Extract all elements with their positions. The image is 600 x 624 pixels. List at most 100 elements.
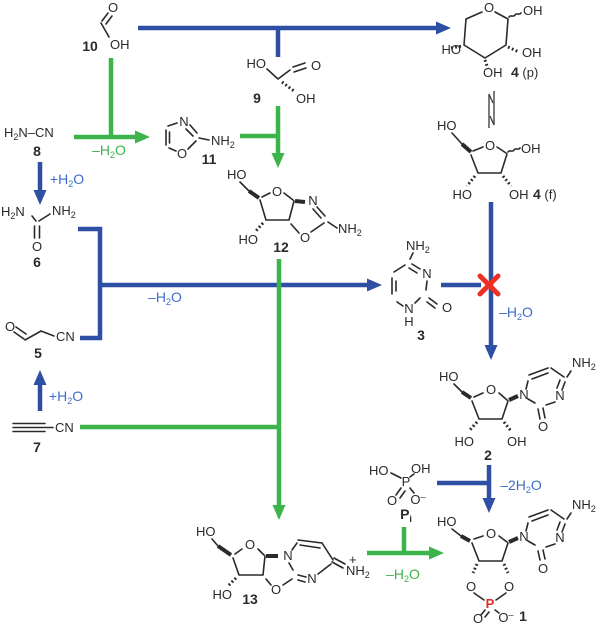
molecule-13-anhydrocytidinium: HO O N + NH2 N O HO 13 (196, 524, 370, 607)
atom-oh: OH (296, 91, 316, 106)
bond (291, 542, 298, 551)
double-bond (331, 557, 346, 569)
molecule-5-cyanoacetaldehyde: O CN 5 (5, 319, 75, 361)
compound-label-pi: Pi (400, 506, 412, 524)
wedge-bond (216, 544, 233, 557)
compound-number-11: 11 (202, 151, 217, 167)
formula-text: O (531, 477, 542, 493)
triple-bond (12, 422, 54, 433)
compound-number: 4 (533, 186, 541, 202)
atom-ho-bottom: HO (239, 232, 259, 247)
atom-n1: N (519, 529, 528, 544)
atom-ring-o: O (484, 0, 494, 15)
atom-nh2: NH2 (406, 238, 430, 255)
molecule-8-cyanamide: H2N–CN 8 (4, 125, 54, 159)
x-mark (477, 273, 501, 297)
compound-number-1: 1 (519, 608, 527, 624)
atom-h2n: H2N (1, 204, 25, 221)
script-text: 2 (365, 570, 370, 580)
molecule-7-cyanoacetylene: CN 7 (12, 420, 74, 455)
molecule-4p-ribose-pyranose: O OH OH OH HO 4 (p) (442, 0, 543, 80)
script-text: 2 (526, 485, 531, 495)
script-text: 2 (230, 140, 235, 150)
wedge-bond (247, 189, 261, 200)
label-minus-h2o-8-11: –H2O (92, 142, 126, 160)
double-bond (395, 487, 406, 499)
bond (473, 592, 507, 601)
atom-o-minus: O– (410, 492, 425, 508)
bond (393, 264, 406, 273)
bond (550, 367, 565, 378)
ring-bonds (470, 146, 508, 174)
compound-number-2: 2 (484, 447, 492, 463)
label-plus-h2o-8-6: +H2O (50, 171, 84, 189)
wedge-bond (508, 394, 519, 402)
bond (390, 472, 415, 479)
double-bond (297, 574, 307, 583)
bond (288, 562, 294, 571)
wedge-bond (460, 534, 471, 543)
atom-ho-top: HO (437, 118, 457, 133)
hashed-bond (450, 44, 463, 50)
bond (527, 540, 536, 546)
bond (187, 140, 197, 150)
bond (453, 383, 463, 393)
atom-o: O (538, 419, 548, 434)
squiggly-bond (507, 147, 521, 153)
compound-number: 4 (511, 64, 519, 80)
formula-text: H (1, 204, 10, 219)
atom-nh2: NH2 (338, 221, 362, 238)
formula-text: –H (148, 289, 166, 305)
molecule-3-cytosine: NH2 N O N H 3 (391, 238, 452, 343)
plus-charge: + (349, 552, 357, 567)
bond (396, 301, 404, 307)
bond (425, 280, 428, 291)
bond (525, 380, 529, 390)
atom-o-minus: O– (498, 610, 513, 624)
ring-bonds (232, 548, 266, 576)
formula-text: NH (52, 203, 71, 218)
double-bond (528, 367, 549, 380)
bond (100, 22, 110, 38)
atom-n3: N (555, 530, 564, 545)
atom-nh2: NH2 (211, 133, 235, 150)
label-minus-2h2o-2-1: –2H2O (500, 477, 542, 495)
atom-n2: N (307, 571, 316, 586)
ring-bonds (259, 192, 295, 221)
hashed-bond (502, 563, 510, 574)
script-text: 2 (166, 297, 171, 307)
atom-n1: N (519, 387, 528, 402)
compound-number-13: 13 (242, 591, 258, 607)
bond (31, 213, 51, 222)
double-bond (312, 206, 326, 219)
atom-n3: N (555, 388, 564, 403)
atom-o: O (177, 146, 187, 161)
atom-ho-bottom: HO (213, 587, 233, 602)
script-text: 2 (71, 210, 76, 220)
double-bond (556, 379, 566, 391)
double-bond (408, 263, 421, 274)
atom-cn: CN (56, 329, 75, 344)
script-text: – (509, 610, 514, 620)
hashed-bond (467, 421, 479, 432)
script-text: 2 (68, 179, 73, 189)
atom-o-double: O (473, 611, 483, 624)
hashed-bond (483, 59, 490, 70)
compound-number-4p: 4 (p) (511, 64, 538, 80)
bond (545, 401, 556, 406)
formula-text: +H (50, 171, 68, 187)
formula-text: NH (346, 563, 365, 578)
atom-ho-top: HO (196, 524, 216, 539)
compound-number-7: 7 (33, 439, 41, 455)
double-bond (33, 225, 41, 239)
bond (545, 543, 556, 548)
bond (168, 147, 177, 152)
atom-nh2: NH2 (572, 497, 596, 514)
wedge-bond (460, 142, 473, 154)
atom-oh-bottom: OH (507, 434, 527, 449)
script-text: 2 (425, 245, 430, 255)
formula-text: O (73, 171, 84, 187)
bond (265, 578, 293, 586)
